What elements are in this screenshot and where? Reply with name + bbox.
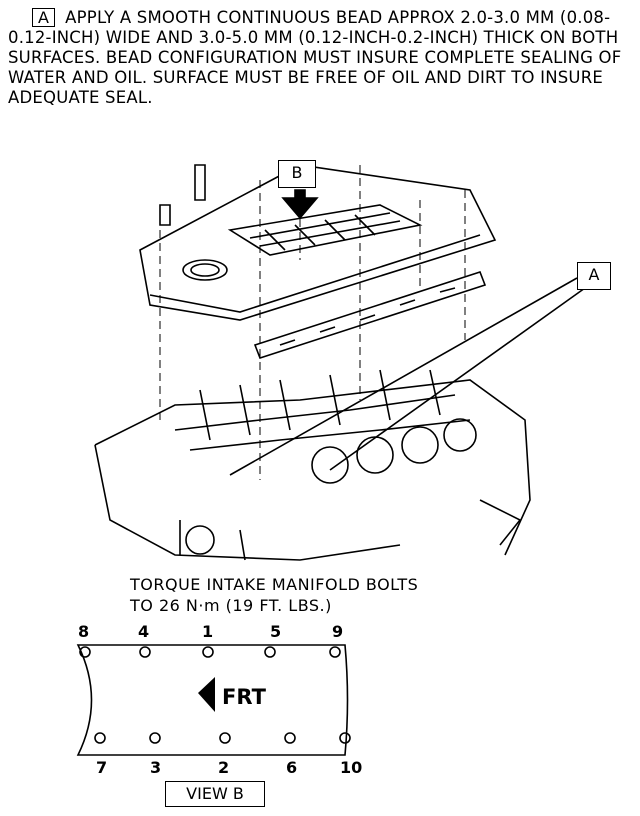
torque-spec-line2: TO 26 N·m (19 FT. LBS.) (130, 596, 332, 615)
note-text: APPLY A SMOOTH CONTINUOUS BEAD APPROX 2.… (8, 8, 622, 107)
bolt-number-7: 7 (96, 758, 108, 777)
front-label: FRT (222, 685, 266, 709)
callout-a: A (577, 262, 611, 290)
bolt-number-8: 8 (78, 622, 90, 641)
bolt-number-9: 9 (332, 622, 344, 641)
front-arrow-icon (198, 677, 215, 712)
view-b-label: VIEW B (165, 781, 265, 807)
arrow-b (281, 189, 319, 220)
view-b-bolt-holes (79, 646, 351, 744)
bolt-number-4: 4 (138, 622, 150, 641)
bolts (159, 164, 206, 226)
manifold-gasket (253, 271, 487, 359)
bolt-number-1: 1 (202, 622, 214, 641)
engine-block (94, 369, 531, 561)
view-b-outline (76, 644, 349, 756)
callout-b: B (278, 160, 316, 188)
bolt-number-3: 3 (150, 758, 162, 777)
bolt-number-2: 2 (218, 758, 230, 777)
bolt-number-5: 5 (270, 622, 282, 641)
note-label-box: A (32, 8, 56, 27)
intake-manifold (139, 164, 497, 321)
bolt-number-6: 6 (286, 758, 298, 777)
bolt-number-10: 10 (340, 758, 363, 777)
torque-spec-line1: TORQUE INTAKE MANIFOLD BOLTS (130, 575, 419, 594)
